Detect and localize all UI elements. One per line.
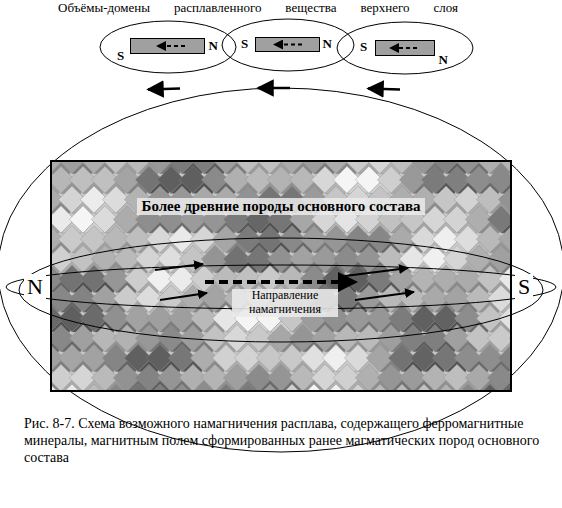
field-arrow — [368, 89, 400, 90]
pole-letter: S — [241, 37, 248, 52]
magnetization-direction-arrow — [205, 280, 356, 284]
rock-ground — [50, 160, 512, 392]
domain-arrow — [157, 45, 185, 47]
pole-letter: S — [117, 49, 124, 64]
magnetization-arrow — [155, 264, 203, 270]
rock-texture — [50, 160, 512, 392]
pole-label: S — [515, 274, 533, 299]
field-arrow — [148, 89, 180, 90]
direction-label: Направление намагничения — [232, 289, 338, 317]
magnetization-arrow — [345, 268, 408, 276]
pole-label: N — [24, 274, 46, 299]
domain-fill — [130, 38, 205, 54]
domain-fill — [375, 40, 435, 56]
domain-field-loop — [222, 19, 354, 71]
pole-letter: S — [360, 40, 367, 55]
rock-body: Более древние породы основного составаНа… — [50, 160, 512, 392]
domains-label: Объёмы-домены расплавленного вещества ве… — [58, 1, 458, 16]
domain-fill — [255, 37, 320, 52]
magnetization-arrow — [160, 293, 207, 300]
pole-letter: N — [439, 53, 448, 68]
pole-letter: N — [323, 37, 332, 52]
field-arrow — [258, 87, 290, 90]
domain-arrow — [274, 44, 302, 46]
domain-arrow — [390, 47, 417, 49]
figure-caption: Рис. 8-7. Схема возможного намагничения … — [24, 416, 552, 466]
pole-letter: N — [209, 39, 218, 54]
field-line — [0, 88, 562, 452]
magnet-domain: SN — [255, 37, 320, 52]
magnet-domain: SN — [375, 40, 435, 56]
magnetization-arrow — [355, 292, 414, 300]
rock-heading: Более древние породы основного состава — [137, 198, 424, 215]
domain-field-loop — [337, 22, 473, 74]
field-line — [19, 238, 543, 342]
magnet-domain: SN — [130, 38, 205, 54]
domain-field-loop — [100, 21, 236, 73]
